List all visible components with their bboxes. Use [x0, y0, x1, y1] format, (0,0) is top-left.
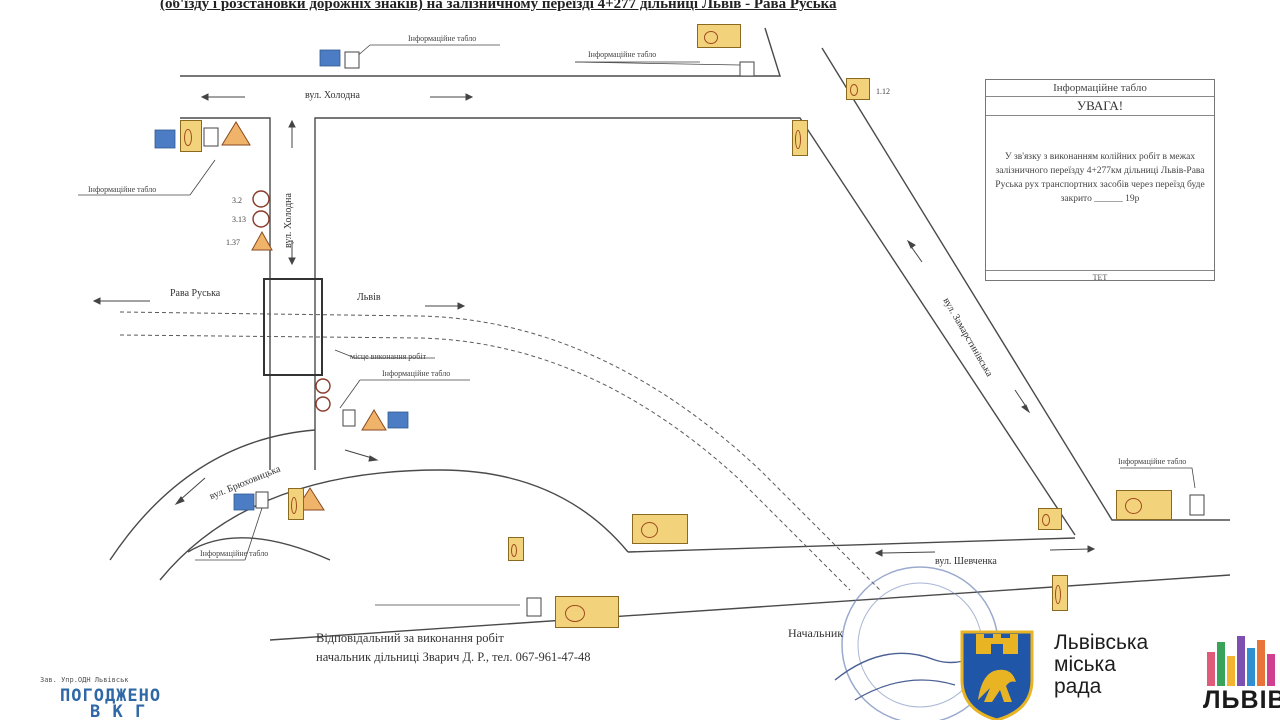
page-title: (об'їзду і розстановки дорожніх знаків) … — [160, 0, 837, 12]
info-board-detail: Інформаційне табло УВАГА! У зв'язку з ви… — [985, 79, 1215, 282]
approval-stamp-sub: В К Г — [90, 702, 147, 722]
city-council-line-1: Львівська — [1054, 631, 1149, 654]
railway-track-1 — [119, 311, 881, 591]
post-board-2 — [739, 61, 755, 77]
city-council-name: Львівська міська рада — [1054, 632, 1148, 698]
detour-plate-10 — [1052, 575, 1068, 611]
work-zone-label: місце виконання робіт — [350, 352, 427, 361]
detour-plate-4 — [180, 120, 202, 152]
triangle-sign-3 — [361, 409, 387, 431]
detour-plate-11 — [288, 488, 304, 520]
lviv-skyline-icon — [1207, 636, 1275, 686]
round-sign-3 — [315, 378, 331, 394]
road-shevchenka-north — [627, 537, 1076, 553]
detour-plate-8 — [1038, 508, 1062, 530]
street-label-kholodna-top: вул. Холодна — [305, 90, 360, 101]
post-board-7 — [1189, 494, 1205, 516]
city-council-line-3: рада — [1054, 675, 1102, 698]
approval-stamp: Зав. Упр.ОДН Львівськ ПОГОДЖЕНО В К Г — [40, 672, 162, 722]
sign-code-1: 3.2 — [232, 196, 242, 205]
triangle-sign-1 — [221, 121, 251, 146]
signature-position: Начальник — [788, 626, 844, 640]
info-board-label-5: Інформаційне табло — [200, 549, 269, 558]
detour-plate-6 — [508, 537, 524, 561]
approval-stamp-word: ПОГОДЖЕНО — [60, 686, 162, 706]
detour-plate-2 — [846, 78, 870, 100]
sign-code-2: 3.13 — [232, 215, 246, 224]
road-shevchenka-south — [269, 574, 1231, 641]
approval-stamp-small: Зав. Упр.ОДН Львівськ — [40, 676, 129, 684]
detour-plate-3 — [792, 120, 808, 156]
road-kholodna-top-south — [180, 117, 271, 470]
responsible-line-2: начальник дільниці Зварич Д. Р., тел. 06… — [316, 650, 591, 664]
round-sign-4 — [315, 396, 331, 412]
city-council-line-2: міська — [1054, 653, 1116, 676]
post-board-1 — [344, 51, 360, 69]
post-board-6 — [526, 597, 542, 617]
road-bryukhovytska-inner — [187, 537, 331, 561]
detour-plate-9 — [1116, 490, 1172, 520]
responsible-line-1: Відповідальний за виконання робіт — [316, 631, 504, 645]
info-board-footer: ТЕТ — [986, 270, 1214, 282]
street-label-shevchenka: вул. Шевченка — [935, 556, 997, 567]
railway-track-2 — [119, 334, 851, 591]
info-board-label-1: Інформаційне табло — [408, 34, 477, 43]
blue-sign-4 — [233, 493, 255, 511]
blue-sign-2 — [154, 129, 176, 149]
info-board-label-2: Інформаційне табло — [588, 50, 657, 59]
blue-sign-3 — [387, 411, 409, 429]
street-label-kholodna-vertical: вул. Холодна — [283, 193, 294, 248]
round-sign-1 — [252, 190, 270, 208]
detour-plate-7 — [555, 596, 619, 628]
info-board-label-4: Інформаційне табло — [382, 369, 451, 378]
info-board-body: У зв'язку з виконанням колійних робіт в … — [995, 152, 1205, 204]
detour-plate-1 — [697, 24, 741, 48]
post-board-5 — [255, 491, 269, 509]
info-board-warning: УВАГА! — [986, 97, 1214, 116]
info-board-header: Інформаційне табло — [986, 80, 1214, 97]
round-sign-2 — [252, 210, 270, 228]
blue-sign-1 — [319, 49, 341, 67]
info-board-label-3: Інформаційне табло — [88, 185, 157, 194]
lviv-coat-of-arms-icon — [960, 630, 1034, 720]
info-board-label-6: Інформаційне табло — [1118, 457, 1187, 466]
road-kholodna-mid — [314, 117, 1076, 536]
sign-code-3: 1.37 — [226, 238, 240, 247]
detour-plate-5 — [632, 514, 688, 544]
post-board-3 — [203, 127, 219, 147]
sign-code-4: 1.12 — [876, 87, 890, 96]
lviv-wordmark: ЛЬВІВ — [1203, 686, 1280, 714]
direction-rava-ruska: Рава Руська — [170, 288, 221, 299]
work-zone-box — [263, 278, 323, 376]
triangle-sign-2 — [251, 230, 273, 251]
road-bryukhovytska-north — [109, 429, 316, 561]
road-bryukhovytska-south — [159, 469, 629, 581]
post-board-4 — [342, 409, 356, 427]
direction-lviv: Львів — [357, 292, 381, 303]
road-kholodna-top-north — [180, 27, 781, 77]
road-zamarstynivska-east — [821, 47, 1230, 521]
